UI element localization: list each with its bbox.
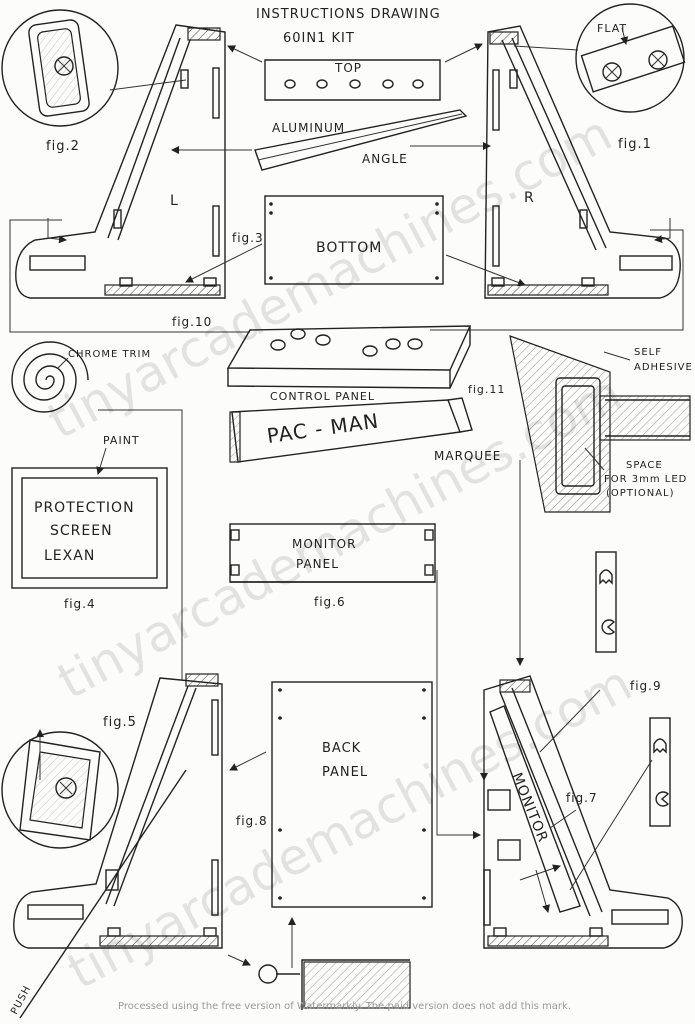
top-panel: TOP [227, 43, 483, 101]
adhesive-label: ADHESIVE [634, 362, 693, 373]
monitor-panel-label-2: PANEL [296, 557, 339, 571]
screw-icon [648, 50, 668, 70]
fig4-label: fig.4 [64, 597, 96, 611]
right-side-panel: R [484, 25, 681, 299]
chrome-trim: CHROME TRIM [11, 341, 183, 680]
marquee-label: MARQUEE [434, 449, 501, 463]
pacman-icon [655, 791, 670, 807]
space-label-3: (OPTIONAL) [606, 488, 675, 499]
fig5-detail [1, 729, 119, 849]
screw-icon [55, 777, 77, 799]
bottom-label: BOTTOM [316, 240, 382, 256]
bottom-panel: BOTTOM fig.3 [185, 195, 526, 287]
fig7-label: fig.7 [566, 791, 598, 805]
fig1-detail: FLAT fig.1 [513, 3, 686, 152]
fig10-label: fig.10 [172, 315, 212, 329]
screw-icon [258, 964, 278, 984]
fig10-connector: fig.10 [9, 219, 684, 333]
protection-label-3: LEXAN [44, 548, 95, 564]
top-label: TOP [334, 61, 362, 75]
control-panel: CONTROL PANEL [226, 325, 472, 403]
protection-label-1: PROTECTION [34, 500, 135, 516]
space-label-2: FOR 3mm LED [604, 474, 687, 485]
push-label: PUSH [9, 984, 33, 1017]
fig11-label: fig.11 [468, 383, 505, 396]
monitor-panel-label-1: MONITOR [292, 537, 356, 551]
monitor-label: MONITOR [508, 771, 551, 846]
protection-screen: PROTECTION SCREEN LEXAN PAINT fig.4 [11, 434, 168, 611]
paint-label: PAINT [103, 434, 140, 447]
self-label: SELF [634, 347, 662, 358]
fig3-label: fig.3 [232, 231, 264, 245]
fig2-label: fig.2 [46, 139, 80, 154]
bottom-profile-detail [258, 959, 411, 1010]
fig9-strips: fig.9 [595, 551, 671, 827]
right-label: R [524, 190, 535, 206]
pacman-icon [601, 619, 616, 635]
angle-label: ANGLE [362, 152, 408, 166]
left-side-panel: L [15, 24, 226, 299]
fig2-detail: fig.2 [1, 9, 187, 154]
pacman-marquee-text: PAC - MAN [265, 408, 380, 447]
footer-notice: Processed using the free version of Wate… [118, 1001, 571, 1012]
fig8-label: fig.8 [236, 814, 268, 828]
title-line1: INSTRUCTIONS DRAWING [256, 7, 441, 22]
flat-label: FLAT [597, 22, 627, 35]
title-block: INSTRUCTIONS DRAWING 60IN1 KIT [256, 7, 441, 46]
fig5-label: fig.5 [103, 715, 137, 730]
fig6-label: fig.6 [314, 595, 346, 609]
ghost-icon [653, 738, 667, 754]
protection-label-2: SCREEN [50, 523, 113, 539]
aluminum-label: ALUMINUM [272, 121, 345, 135]
back-panel-label-2: PANEL [322, 765, 368, 780]
screw-icon [602, 62, 622, 82]
aluminum-angle: ALUMINUM ANGLE [171, 109, 491, 171]
monitor-panel: MONITOR PANEL fig.6 [229, 523, 481, 839]
left-label: L [170, 193, 179, 209]
title-line2: 60IN1 KIT [283, 31, 355, 46]
control-panel-label: CONTROL PANEL [270, 390, 375, 403]
chrome-trim-label: CHROME TRIM [68, 349, 151, 360]
ghost-icon [599, 569, 613, 585]
fig9-label: fig.9 [630, 679, 662, 693]
screw-icon [54, 56, 74, 76]
back-panel: BACK PANEL fig.8 [229, 681, 433, 968]
space-label-1: SPACE [626, 460, 663, 471]
back-panel-label-1: BACK [322, 741, 361, 756]
fig1-label: fig.1 [618, 137, 652, 152]
self-adhesive-detail: SELF ADHESIVE SPACE FOR 3mm LED (OPTIONA… [509, 335, 693, 666]
